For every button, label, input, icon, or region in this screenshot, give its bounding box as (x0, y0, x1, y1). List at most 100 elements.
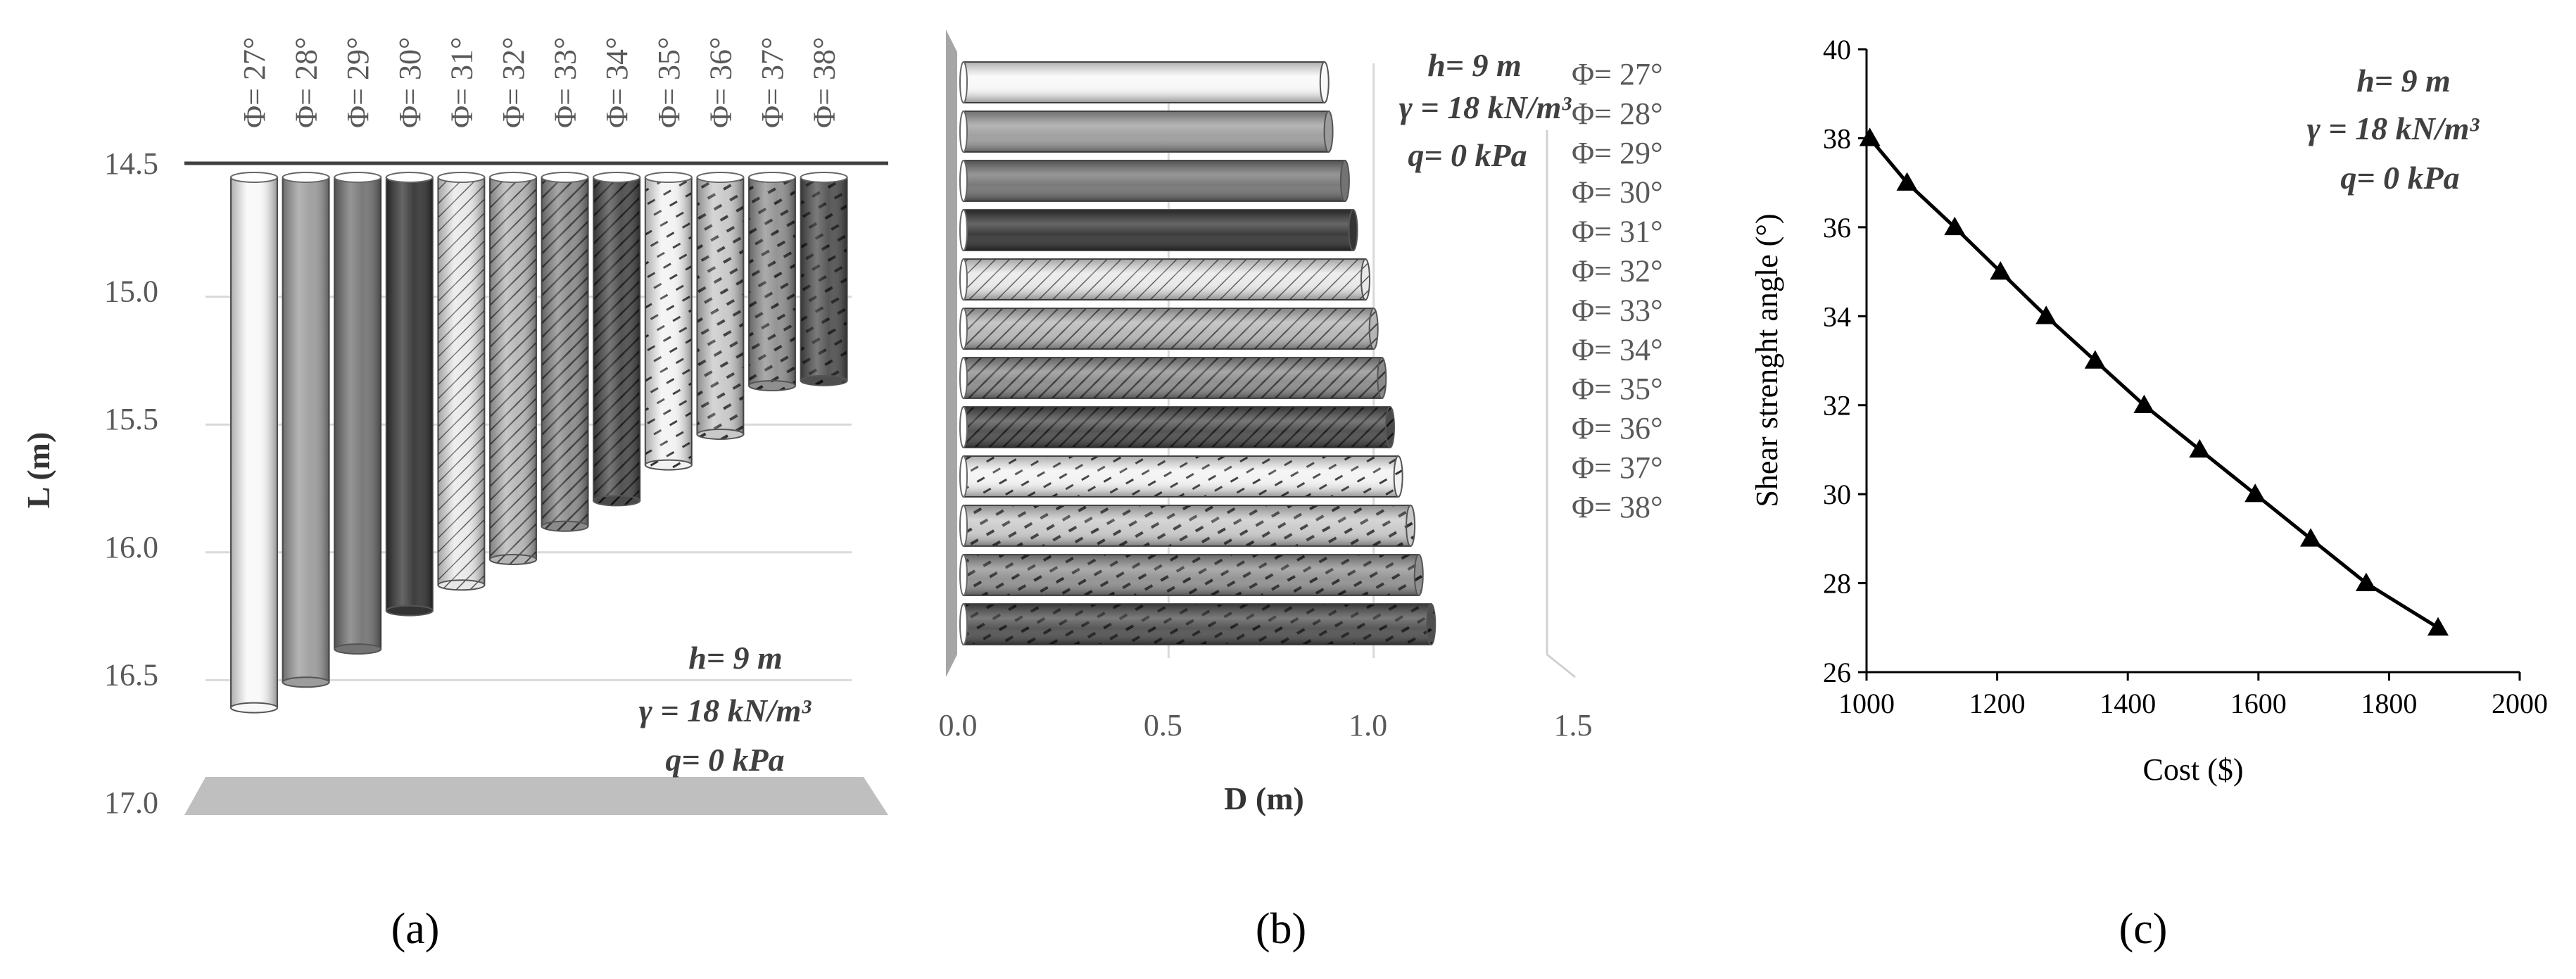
panel-b-category-label: Φ= 34° (1572, 332, 1663, 367)
panel-b-category-label: Φ= 35° (1572, 372, 1663, 406)
panel-c-param-h: h= 9 m (2356, 63, 2451, 99)
panel-b-cylinder-end (1406, 505, 1416, 547)
panel-a-cylinder-top (541, 172, 589, 183)
panel-a-cylinder (437, 172, 486, 591)
panel-a-chart: 14.515.015.516.016.517.0 Φ= 27°Φ= 28°Φ= … (20, 37, 888, 820)
panel-c-x-tick-label: 2000 (2492, 688, 2548, 719)
panel-a-category-label: Φ= 34° (600, 37, 634, 128)
panel-a-cylinder (644, 172, 693, 471)
panel-a-y-tick-label: 17.0 (104, 785, 158, 820)
panel-b-cylinder (959, 455, 1403, 498)
panel-b-cylinder-start (959, 406, 968, 448)
panel-c-param-q: q= 0 kPa (2340, 160, 2459, 196)
panel-a-cylinder-shade (541, 177, 588, 526)
panel-c-x-tick-label: 1000 (1838, 688, 1895, 719)
panel-a-category-label: Φ= 38° (807, 37, 842, 128)
panel-b-cylinder-start (959, 61, 968, 103)
panel-a-cylinder-bottom (800, 374, 848, 386)
panel-a-cylinder-top (385, 172, 434, 183)
panel-a-category-label: Φ= 33° (548, 37, 583, 128)
panel-a-param-q: q= 0 kPa (665, 742, 784, 778)
panel-b-x-tick-label: 0.5 (1144, 708, 1182, 743)
panel-a-cylinder-bottom (541, 520, 589, 532)
panel-c-data-point (2300, 528, 2322, 547)
panel-a-category-label: Φ= 32° (496, 37, 531, 128)
panel-a-cylinder-bottom (696, 428, 745, 440)
panel-b-cylinder-shade (964, 604, 1432, 645)
panel-a-cylinder-shade (800, 177, 847, 381)
panel-a-cylinder-bottom (334, 643, 382, 655)
panel-c-y-tick-label: 34 (1823, 301, 1851, 332)
panel-b-param-h: h= 9 m (1427, 47, 1522, 83)
panel-a-category-label: Φ= 31° (444, 37, 479, 128)
panel-b-cylinder-end (1384, 406, 1395, 448)
panel-a-cylinder-top (437, 172, 486, 183)
panel-b-cylinder-start (959, 505, 968, 547)
panel-a-cylinder-bottom (593, 495, 641, 507)
panel-c-data-point (2133, 394, 2155, 413)
panel-b-cylinder-end (1426, 603, 1437, 645)
panel-b-cylinder-shade (964, 62, 1325, 103)
panel-b-cylinder-shade (964, 111, 1329, 152)
panel-label-b: (b) (1256, 905, 1306, 953)
panel-c-param-gamma: γ = 18 kN/m³ (2307, 110, 2480, 146)
panel-a-cylinder (696, 172, 745, 440)
panel-a-cylinder-top (800, 172, 848, 183)
panel-b-cylinder-shade (964, 456, 1399, 497)
panel-b-cylinder-end (1360, 258, 1371, 301)
panel-a-cylinder (541, 172, 589, 532)
panel-c-data-point (2084, 350, 2106, 369)
panel-c-y-tick-label: 36 (1823, 212, 1851, 244)
panel-b-cylinder (959, 258, 1371, 301)
panel-b-category-label: Φ= 36° (1572, 411, 1663, 446)
panel-a-cylinder-top (230, 172, 278, 183)
panel-a-param-h: h= 9 m (688, 640, 783, 676)
panel-a-floor (184, 777, 888, 815)
panel-c-x-tick-label: 1200 (1969, 688, 2026, 719)
panel-a-cylinder-bottom (282, 676, 330, 688)
panel-c-data-point (1896, 172, 1918, 191)
panel-b-cylinder-start (959, 357, 968, 399)
panel-a-y-tick-label: 14.5 (104, 146, 158, 181)
panel-b-cylinder-shade (964, 160, 1345, 201)
panel-c-x-tick-label: 1800 (2361, 688, 2417, 719)
panel-b-cylinder (959, 554, 1424, 596)
panel-b-cylinder-end (1413, 554, 1424, 596)
panel-label-c: (c) (2119, 905, 2168, 953)
panel-a-cylinder-bottom (489, 553, 537, 565)
panel-b-param-gamma: γ = 18 kN/m³ (1399, 89, 1572, 125)
panel-c-x-axis-label: Cost ($) (2143, 752, 2244, 787)
panel-a-cylinder-bottom (644, 459, 693, 471)
panel-c-data-point (2244, 484, 2266, 503)
panel-b-category-label: Φ= 32° (1572, 254, 1663, 289)
panel-b-cylinder-start (959, 455, 968, 498)
panel-b-cylinder-start (959, 160, 968, 202)
panel-c-parameters: h= 9 m γ = 18 kN/m³ q= 0 kPa (2307, 63, 2480, 196)
panel-a-category-label: Φ= 37° (755, 37, 790, 128)
panel-a-cylinders (230, 172, 848, 714)
panel-b-cylinder-start (959, 308, 968, 350)
panel-a-y-tick-label: 15.5 (104, 402, 158, 436)
panel-a-cylinder-shade (697, 177, 744, 434)
panel-c-data-point (1859, 127, 1881, 146)
panel-c-y-tick-label: 38 (1823, 122, 1851, 154)
panel-b-cylinder-shade (964, 259, 1366, 300)
panel-b-cylinder-end (1339, 160, 1350, 202)
panel-a-cylinder-shade (749, 177, 795, 386)
panel-a-category-labels: Φ= 27°Φ= 28°Φ= 29°Φ= 30°Φ= 31°Φ= 32°Φ= 3… (237, 37, 842, 128)
panel-b-cylinder-end (1319, 61, 1330, 103)
panel-a-y-tick-label: 16.0 (104, 530, 158, 564)
panel-a-y-tick-label: 16.5 (104, 657, 158, 692)
panel-b-back-wall (946, 30, 957, 677)
panel-a-category-label: Φ= 35° (652, 37, 686, 128)
panel-a-cylinder-bottom (748, 379, 796, 391)
panel-b-cylinder-shade (964, 210, 1353, 251)
panel-b-category-label: Φ= 37° (1572, 450, 1663, 485)
panel-a-cylinder (800, 172, 848, 386)
panel-b-x-axis-label: D (m) (1224, 781, 1304, 816)
panel-a-category-label: Φ= 27° (237, 37, 272, 128)
panel-b-cylinder-shade (964, 308, 1374, 349)
panel-a-y-tick-label: 15.0 (104, 274, 158, 309)
panel-b-cylinder-start (959, 110, 968, 153)
